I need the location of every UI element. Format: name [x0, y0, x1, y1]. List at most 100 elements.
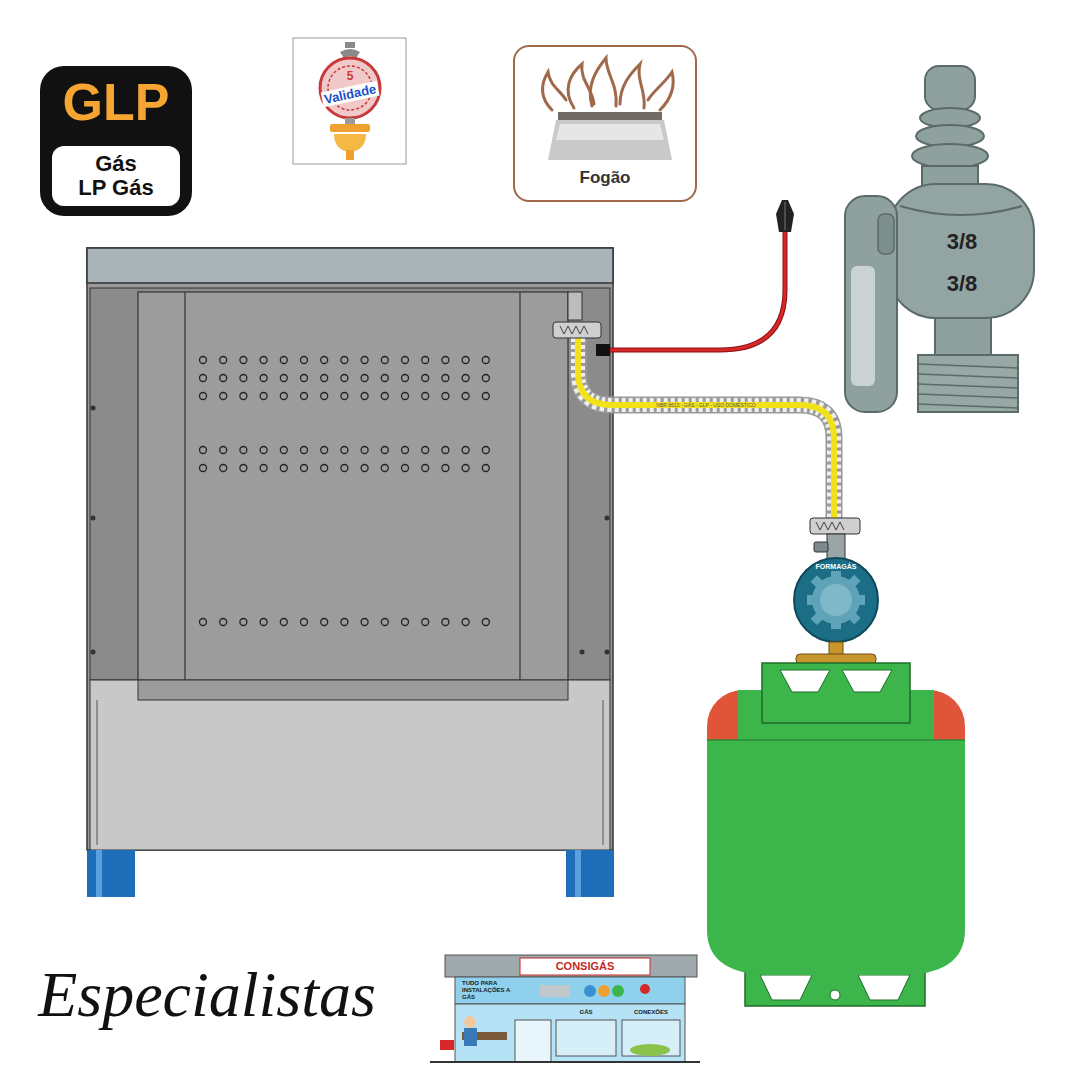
- vent-holes-part: [422, 619, 429, 626]
- validity-badge-part: [346, 150, 354, 160]
- gas-cylinder-part: [858, 975, 910, 1000]
- gas-cylinder-part: [830, 990, 840, 1000]
- vent-holes-part: [462, 375, 469, 382]
- vent-holes-part: [240, 619, 247, 626]
- shop-building-part: [515, 1020, 551, 1062]
- shop-building-part: [584, 985, 596, 997]
- vent-holes-part: [442, 465, 449, 472]
- vent-holes-part: [200, 393, 207, 400]
- ball-valve-part: [845, 196, 897, 412]
- vent-holes-part: [321, 447, 328, 454]
- vent-holes-part: [422, 465, 429, 472]
- vent-holes-part: [361, 465, 368, 472]
- shop-sign-text: TUDO PARA INSTALAÇÕES A GÁS: [462, 980, 524, 1001]
- ball-valve-part: [900, 206, 1022, 215]
- shop-building-part: [630, 1044, 670, 1056]
- validity-badge-part: [345, 42, 355, 48]
- gas-cylinder: [707, 663, 965, 1006]
- vent-holes-part: [321, 357, 328, 364]
- stove-rear-view-part: [566, 850, 614, 897]
- ignition-cable: [596, 200, 794, 356]
- vent-holes-part: [442, 393, 449, 400]
- vent-holes: [200, 357, 490, 626]
- shop-building-part: [445, 955, 697, 977]
- vent-holes-part: [381, 357, 388, 364]
- validity-badge-part: [320, 58, 380, 118]
- vent-holes-part: [442, 357, 449, 364]
- vent-holes-part: [301, 465, 308, 472]
- vent-holes-part: [321, 375, 328, 382]
- ball-valve-part: [925, 66, 975, 110]
- vent-holes-part: [442, 447, 449, 454]
- badge-heading: GLP: [63, 76, 170, 128]
- ball-valve-part: [878, 214, 894, 254]
- vent-holes-part: [321, 393, 328, 400]
- ball-valve-part-part: [918, 384, 1018, 388]
- gas-hose-part: [560, 326, 588, 334]
- vent-holes-part: [220, 393, 227, 400]
- vent-holes-part: [361, 447, 368, 454]
- vent-holes-part: [341, 393, 348, 400]
- shop-building-part: [598, 985, 610, 997]
- gas-hose-part: [810, 518, 860, 534]
- vent-holes-part: [240, 447, 247, 454]
- shop-building-part: [640, 984, 650, 994]
- vent-holes-part: [260, 393, 267, 400]
- vent-holes-part: [422, 447, 429, 454]
- gas-hose-part: [578, 338, 834, 518]
- vent-holes-part: [280, 393, 287, 400]
- shop-section: CONEXÕES: [634, 1009, 668, 1015]
- stove-burner-icon-part: [558, 112, 662, 120]
- vent-holes-part: [240, 393, 247, 400]
- vent-holes-part: [200, 619, 207, 626]
- vent-holes-part: [381, 447, 388, 454]
- gas-cylinder-part: [780, 670, 830, 692]
- vent-holes-part: [341, 465, 348, 472]
- vent-holes-part: [462, 465, 469, 472]
- vent-holes-part: [220, 619, 227, 626]
- gas-regulator-part-part: [811, 575, 824, 588]
- gas-cylinder-part: [762, 663, 910, 723]
- vent-holes-part: [301, 357, 308, 364]
- vent-holes-part: [381, 465, 388, 472]
- vent-holes-part: [462, 357, 469, 364]
- stove-rear-view-part: [91, 516, 96, 521]
- vent-holes-part: [402, 447, 409, 454]
- vent-holes-part: [321, 619, 328, 626]
- ball-valve-part-part: [918, 404, 1018, 408]
- vent-holes-part: [402, 619, 409, 626]
- vent-holes-part: [482, 375, 489, 382]
- stove-rear-view-part: [575, 850, 581, 897]
- validity-badge-part: [345, 118, 355, 124]
- ball-valve: [845, 66, 1034, 412]
- vent-holes-part: [260, 375, 267, 382]
- validity-badge-part: [293, 38, 406, 164]
- gas-regulator-part: [794, 558, 878, 642]
- thread-size: 3/8: [947, 271, 978, 297]
- gas-regulator-part-part: [848, 612, 861, 625]
- gas-regulator-part-part: [811, 612, 824, 625]
- vent-holes-part: [341, 447, 348, 454]
- stove-rear-view-part: [96, 850, 102, 897]
- stove-rear-view-part: [97, 700, 98, 845]
- vent-holes-part: [402, 465, 409, 472]
- gas-hose: [553, 322, 860, 534]
- vent-holes-part: [280, 447, 287, 454]
- ignition-cable-part: [606, 232, 785, 350]
- shop-building-part: [622, 1020, 680, 1056]
- shop-building-part: [464, 1016, 476, 1028]
- stove-rear-view-part: [87, 850, 135, 897]
- vent-holes-part: [381, 393, 388, 400]
- vent-holes-part: [381, 619, 388, 626]
- icon-caption: Fogão: [515, 168, 695, 188]
- stove-rear-view-part: [580, 650, 585, 655]
- vent-holes-part: [301, 619, 308, 626]
- ball-valve-part-part: [918, 394, 1018, 398]
- gas-regulator-part-part: [831, 621, 841, 629]
- shop-building-part: [540, 985, 570, 997]
- vent-holes-part: [341, 357, 348, 364]
- vent-holes-part: [402, 357, 409, 364]
- gas-regulator-part: [807, 571, 865, 629]
- ball-valve-part-part: [918, 374, 1018, 378]
- validity-badge: [293, 38, 406, 164]
